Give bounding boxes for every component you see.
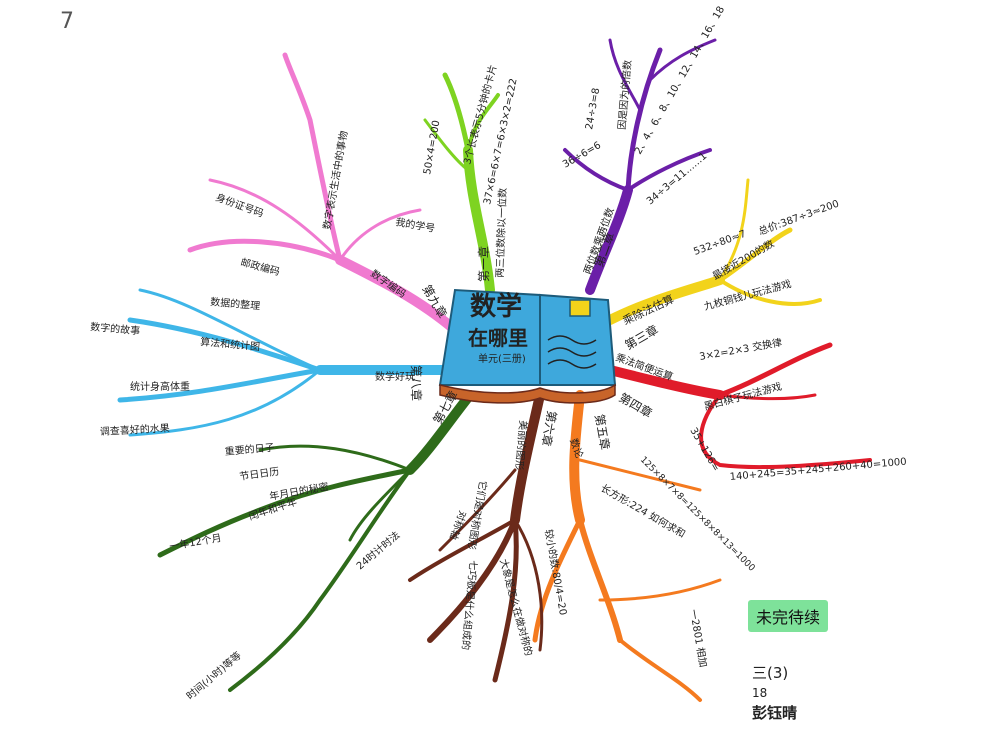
- pink-text-0: 数字编码: [368, 267, 408, 301]
- brown-text-0: 美丽的图形: [513, 420, 530, 471]
- yellow-text-3: 总价:387÷3≈200: [757, 197, 841, 238]
- purple-text-4: 24÷3=8: [584, 87, 602, 130]
- orange-text-2: 较小的数:80/4=20: [542, 528, 570, 616]
- center-title-line2: 在哪里: [468, 326, 528, 350]
- branch-pink: [187, 52, 460, 335]
- signature-name: 彭钰晴: [752, 704, 798, 722]
- pink-text-4: 我的学号: [394, 215, 436, 235]
- chapter-label-brown: 第六章: [539, 409, 560, 447]
- branch-darkgreen: [157, 390, 475, 692]
- darkgreen-text-1: 重要的日子: [224, 441, 275, 458]
- pink-text-1: 邮政编码: [239, 255, 281, 278]
- branch-brown: [408, 390, 545, 683]
- branch-yellow: [605, 178, 822, 325]
- blue-text-4: 调查喜好的水果: [99, 421, 170, 438]
- red-text-3: 35+126=: [687, 426, 721, 474]
- signature-class: 三(3): [752, 664, 789, 682]
- branch-green: [423, 72, 500, 295]
- chapter-label-blue: 第八章: [409, 365, 424, 401]
- darkgreen-text-0: 年月日的秘密: [268, 480, 329, 503]
- red-text-4: 140+245=35+245+260+40=1000: [729, 457, 907, 483]
- green-text-0: 两三位数除以一位数: [493, 188, 509, 278]
- darkgreen-text-5: 24时计时法: [354, 528, 403, 572]
- branch-purple: [563, 38, 717, 295]
- green-text-1: 50×4=200: [422, 120, 442, 176]
- blue-text-0: 数学好玩: [375, 370, 415, 383]
- branch-orange: [532, 390, 722, 702]
- center-title-line1: 数学: [470, 291, 522, 322]
- red-text-1: 3×2=2×3 交换律: [698, 336, 783, 363]
- chapter-label-red: 第四章: [617, 390, 656, 421]
- branch-red: [605, 342, 872, 470]
- signature-number: 18: [752, 686, 768, 700]
- purple-text-2: 34÷3=11……1: [645, 151, 709, 208]
- branch-blue: [117, 288, 455, 437]
- blue-text-1: 数据的整理: [210, 295, 261, 312]
- center-book: [438, 288, 617, 404]
- chapter-label-orange: 第五章: [592, 413, 613, 451]
- to-be-continued-tag: 未完待续: [748, 600, 829, 632]
- blue-text-3: 统计身高体重: [130, 380, 190, 393]
- chapter-label-green: 第一章: [476, 246, 491, 282]
- darkgreen-text-2: 节日日历: [239, 466, 280, 483]
- corner-mark: 7: [60, 9, 74, 34]
- yellow-text-2: 532÷80≈7: [692, 229, 747, 258]
- orange-text-3: 一2801 相加: [687, 608, 710, 668]
- brown-text-1: 它们是对称图形: [465, 479, 490, 550]
- darkgreen-text-6: 时间(小时)等等: [184, 649, 244, 703]
- darkgreen-text-3: 一年12个月: [168, 531, 222, 553]
- blue-text-5: 数字的故事: [90, 320, 141, 337]
- center-subtitle: 单元(三册): [478, 353, 526, 365]
